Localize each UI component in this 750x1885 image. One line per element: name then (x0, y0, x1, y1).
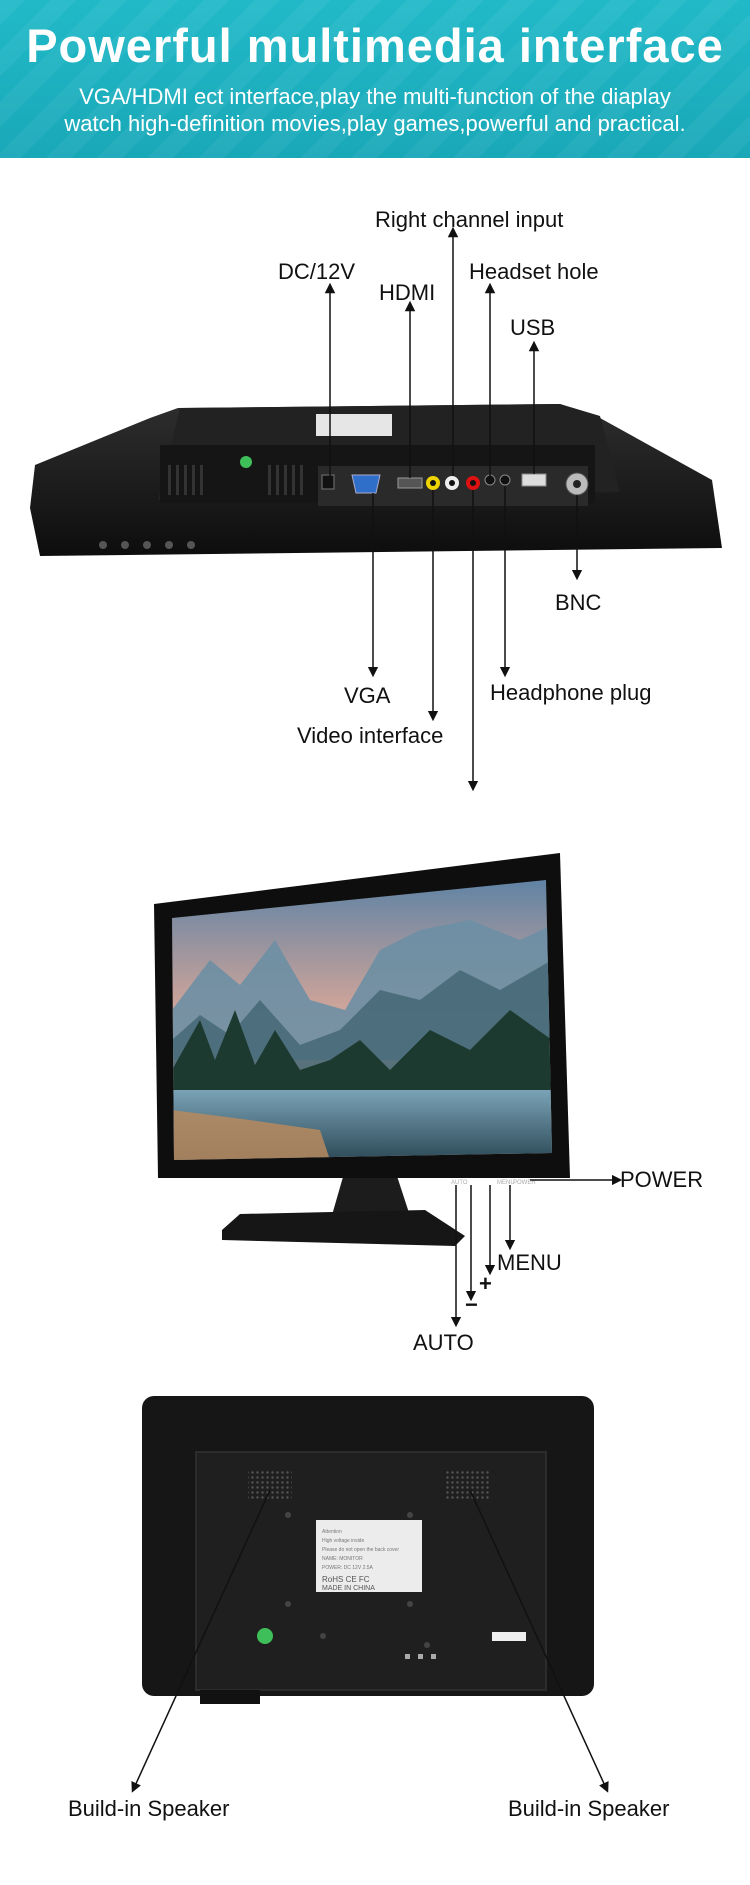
svg-text:Please do not open the back co: Please do not open the back cover (322, 1547, 399, 1553)
monitor-stand-base (222, 1210, 465, 1246)
label-headset-hole: Headset hole (469, 259, 599, 284)
label-video-interface: Video interface (297, 723, 444, 748)
label-right-channel-input: Right channel input (375, 207, 564, 232)
svg-text:Attention: Attention (322, 1529, 342, 1535)
front-monitor-illustration: AUTO MENU POWER (154, 853, 623, 1328)
speaker-grille-left (248, 1470, 292, 1500)
svg-text:MENU: MENU (497, 1180, 515, 1186)
label-dc-12v: DC/12V (278, 259, 356, 284)
label-bnc: BNC (555, 590, 602, 615)
label-power: POWER (620, 1167, 704, 1192)
svg-text:AUTO: AUTO (451, 1180, 468, 1186)
subtitle-line-1: VGA/HDMI ect interface,play the multi-fu… (79, 84, 671, 109)
speaker-grille-right (446, 1470, 490, 1500)
rear-port-illustration (30, 226, 722, 792)
sticker-cert-text: RoHS CE FC (322, 1575, 370, 1584)
label-hdmi: HDMI (379, 280, 436, 305)
page-title: Powerful multimedia interface (26, 19, 724, 72)
subtitle-line-2: watch high-definition movies,play games,… (64, 111, 686, 136)
svg-text:POWER: POWER (513, 1180, 536, 1186)
sticker-made-in: MADE IN CHINA (322, 1585, 375, 1592)
label-vga: VGA (344, 683, 391, 708)
label-plus: + (479, 1271, 492, 1296)
header-banner: Powerful multimedia interface VGA/HDMI e… (0, 0, 750, 158)
svg-text:High voltage inside: High voltage inside (322, 1538, 364, 1544)
svg-text:POWER: DC 12V 2.5A: POWER: DC 12V 2.5A (322, 1565, 374, 1571)
label-usb: USB (510, 315, 556, 340)
svg-text:NAME: MONITOR: NAME: MONITOR (322, 1556, 363, 1562)
label-headphone-plug: Headphone plug (490, 680, 652, 705)
label-speaker-left: Build-in Speaker (68, 1796, 230, 1821)
rear-label-sticker (316, 414, 392, 436)
screen-landscape-image (172, 880, 552, 1160)
rear-spec-sticker (316, 1520, 422, 1592)
label-auto: AUTO (413, 1330, 474, 1355)
label-speaker-right: Build-in Speaker (508, 1796, 670, 1821)
label-menu: MENU (497, 1250, 562, 1275)
label-minus: − (465, 1292, 478, 1317)
vga-port (351, 474, 381, 494)
